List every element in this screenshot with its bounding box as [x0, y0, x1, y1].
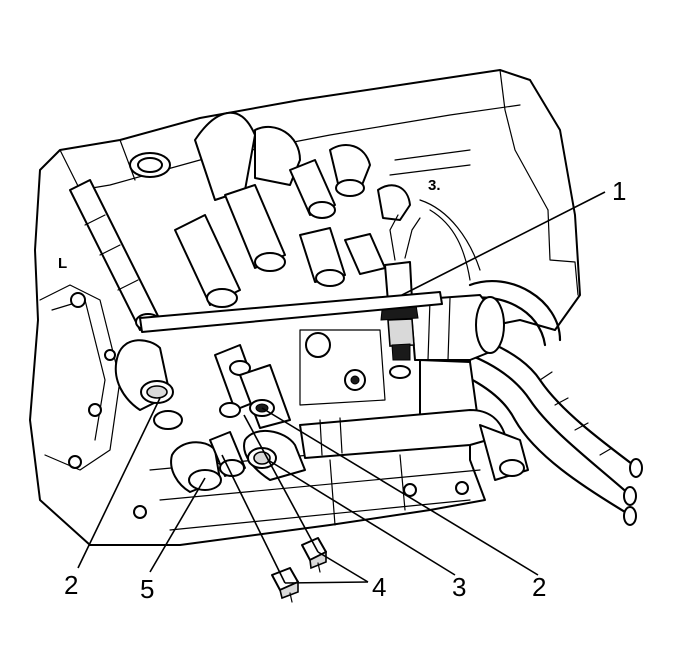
callout-4: 4	[372, 572, 386, 602]
leader-5	[149, 477, 206, 573]
leader-4-lower-hose	[221, 454, 286, 584]
leader-4-a	[317, 551, 369, 583]
leader-2-left	[77, 397, 161, 569]
leader-3	[267, 459, 456, 576]
leader-lines	[77, 191, 606, 584]
starter-motor	[409, 294, 505, 426]
upper-hoses: 3.	[69, 111, 471, 331]
bolts	[271, 537, 327, 603]
fuel-rail	[139, 291, 443, 406]
leader-1	[401, 191, 606, 296]
side-mark: L	[58, 255, 67, 272]
leader-4-upper-hose	[243, 414, 319, 553]
leader-2-right	[261, 407, 539, 576]
callout-1: 1	[612, 176, 626, 206]
block-cast-mark: 3.	[428, 177, 441, 194]
callouts: 1 2 5 4 3 2	[64, 176, 626, 604]
callout-2-right: 2	[532, 572, 546, 602]
callout-2-left: 2	[64, 570, 78, 600]
wiring-harness	[418, 199, 643, 526]
leader-4-b	[284, 581, 369, 584]
callout-3: 3	[452, 572, 466, 602]
callout-5: 5	[140, 574, 154, 604]
